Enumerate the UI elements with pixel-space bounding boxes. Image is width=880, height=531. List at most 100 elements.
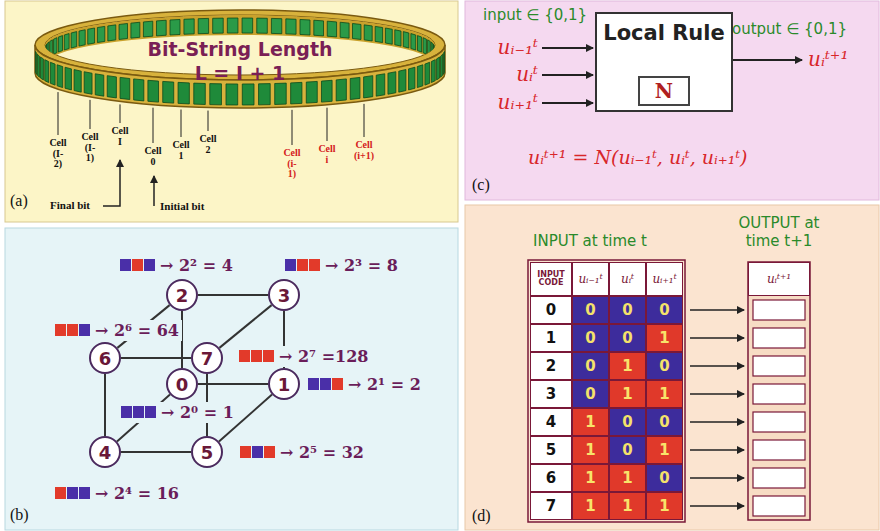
bit-cell <box>50 40 53 57</box>
cell-label: Cell 1 <box>172 140 189 161</box>
text-label: INPUT at time t <box>533 232 647 250</box>
row-arrow <box>690 393 744 395</box>
text-label: Initial bit <box>160 200 204 212</box>
state-number: 6 <box>99 348 112 369</box>
rule-box: Local RuleN <box>595 12 733 112</box>
bit-square <box>239 350 250 362</box>
bit-cell <box>143 21 152 37</box>
state-circle: 0 <box>166 368 198 400</box>
bit-cell <box>45 60 49 83</box>
box-text: Local Rule <box>597 22 731 45</box>
bit-cell <box>163 81 174 103</box>
table-cell: 0 <box>572 324 609 352</box>
state-number: 1 <box>278 374 291 395</box>
back-cells <box>45 18 434 61</box>
table-cell: uᵢᵗ⁺¹ <box>748 262 810 296</box>
bit-cell <box>184 19 194 34</box>
table-cell: 1 <box>572 408 609 436</box>
bit-cell <box>275 83 287 104</box>
bit-cell <box>327 21 336 37</box>
bit-cell <box>350 77 360 99</box>
output-box <box>753 328 805 348</box>
bit-icon <box>120 259 156 271</box>
state-circle: 3 <box>268 279 300 311</box>
cube-edge <box>198 383 268 385</box>
table-cell: 0 <box>646 296 683 324</box>
bit-cell <box>385 28 392 44</box>
bit-cell <box>399 70 406 93</box>
text-label: input ∈ {0,1} <box>483 6 587 24</box>
bit-cell <box>437 57 440 80</box>
bit-cell <box>409 67 415 90</box>
panel-a <box>5 1 458 222</box>
text-label: Final bit <box>50 199 90 211</box>
output-box <box>753 468 805 488</box>
bit-cell <box>58 36 62 53</box>
bit-cell <box>36 51 37 74</box>
leader-line <box>58 92 59 135</box>
row-arrow <box>690 505 744 507</box>
bit-cell <box>71 32 77 48</box>
state-number: 5 <box>201 442 214 463</box>
state-number: 0 <box>176 374 189 395</box>
cell-label: Cell (I-2) <box>49 138 66 170</box>
bit-cell <box>271 18 281 33</box>
cell-label: Cell 2 <box>199 134 216 155</box>
bit-square <box>121 406 132 418</box>
bit-cell <box>259 84 271 105</box>
leader-line <box>153 108 154 143</box>
bit-square <box>332 378 343 390</box>
table-cell: 0 <box>572 352 609 380</box>
output-box <box>753 440 805 460</box>
bit-cell <box>131 22 140 38</box>
text-label: uᵢ₊₁ᵗ <box>498 90 538 114</box>
bit-cell <box>314 20 324 36</box>
row-arrow <box>690 365 744 367</box>
output-rows <box>690 300 805 516</box>
table-cell: 0 <box>572 380 609 408</box>
text-label: output ∈ {0,1} <box>732 20 847 38</box>
weight-label: → 2⁴ = 16 <box>95 484 179 503</box>
input-arrow <box>542 102 593 104</box>
code-label: → 2⁴ = 16 <box>52 483 182 504</box>
bit-cell <box>95 74 104 96</box>
bit-cell <box>84 72 92 94</box>
bit-cell <box>198 18 208 33</box>
bit-cell <box>403 32 409 48</box>
bit-cell <box>300 19 310 35</box>
bit-cell <box>97 26 104 42</box>
bit-square <box>67 324 78 336</box>
table-cell: 1 <box>609 492 646 520</box>
bit-cell <box>213 18 224 33</box>
table-cell: 1 <box>572 436 609 464</box>
table-cell: 0 <box>646 408 683 436</box>
panel-letter: (c) <box>472 176 490 194</box>
bit-square <box>285 259 296 271</box>
bit-cell <box>210 84 222 105</box>
bit-cell <box>54 38 57 55</box>
panel-letter: (d) <box>472 507 491 525</box>
table-cell: 4 <box>530 408 572 436</box>
bit-cell <box>107 76 116 98</box>
ring-back-wall <box>45 15 435 65</box>
bit-cell <box>388 72 396 94</box>
text-label: uᵢᵗ⁺¹ = N(uᵢ₋₁ᵗ, uᵢᵗ, uᵢ₊₁ᵗ) <box>528 146 748 168</box>
bit-square <box>309 259 320 271</box>
bit-square <box>251 350 262 362</box>
bit-square <box>67 487 78 499</box>
table-cell: 7 <box>530 492 572 520</box>
panel-letter: (a) <box>10 192 28 210</box>
table-cell: uᵢ₊₁ᵗ <box>646 262 683 296</box>
code-label: → 2¹ = 2 <box>305 374 424 395</box>
cell-label: Cell (I-1) <box>81 132 98 164</box>
table-cell: 0 <box>609 408 646 436</box>
bit-cell <box>443 51 444 74</box>
cube-edge <box>121 357 191 359</box>
bit-cell <box>65 67 71 90</box>
leader-line <box>181 110 182 137</box>
bit-cell <box>170 19 180 35</box>
cell-label: Cell I <box>111 126 128 147</box>
leader-line <box>208 111 209 131</box>
